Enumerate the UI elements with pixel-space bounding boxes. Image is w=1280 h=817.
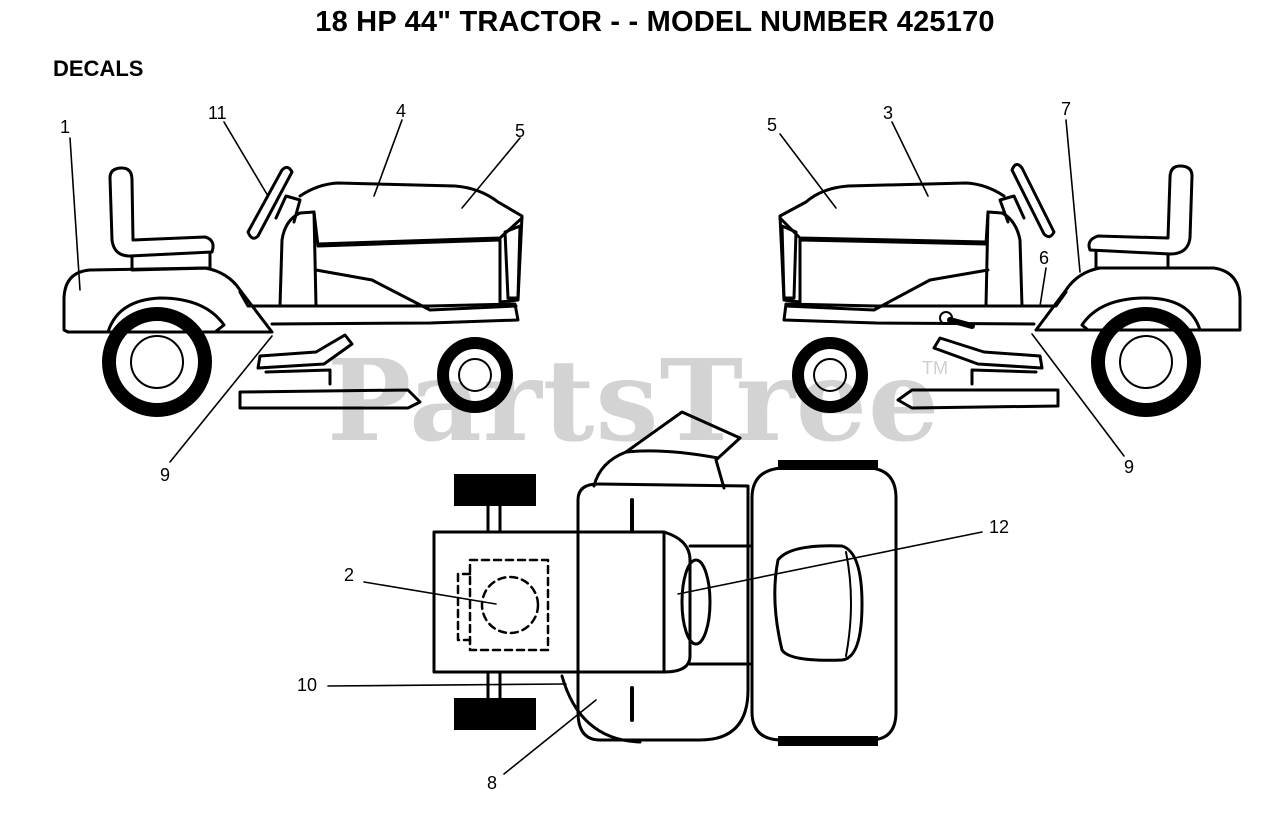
callout-5-right: 5 [767, 115, 778, 135]
seat-base [1094, 250, 1170, 270]
leader-1 [69, 137, 81, 291]
leader-4 [373, 119, 403, 197]
tunnel-ring [680, 558, 712, 646]
deck-arc [560, 674, 642, 744]
callout-9-right: 9 [1124, 457, 1135, 477]
leader-5-right [779, 133, 837, 209]
callout-6: 6 [1039, 248, 1050, 268]
seat-dashed-side [456, 572, 472, 642]
front-tire-bottom [778, 736, 878, 746]
seat [1087, 164, 1194, 256]
engine-side [784, 268, 990, 312]
steering-wheel [1010, 163, 1056, 239]
rear-hub [1119, 335, 1173, 389]
callout-1: 1 [60, 117, 71, 137]
leader-6 [1039, 267, 1047, 307]
rear-tire-bottom [454, 698, 536, 730]
rear-tire-top [454, 474, 536, 506]
leader-5-left [461, 137, 521, 209]
tractor-right-side-view [778, 163, 1242, 417]
deck-linkage [970, 368, 1038, 386]
callout-5-left: 5 [515, 121, 526, 141]
callout-2: 2 [344, 565, 355, 585]
column-tunnel [662, 530, 692, 674]
seat-dashed [468, 558, 550, 652]
steering-column-top [624, 449, 720, 460]
grille [503, 224, 522, 300]
hood-seam [316, 216, 524, 246]
rear-hub [130, 335, 184, 389]
leader-2 [363, 581, 497, 605]
seat-deck [432, 530, 666, 674]
front-tire-top [778, 460, 878, 470]
tractor-top-view [432, 410, 898, 746]
seat [108, 166, 215, 258]
leader-8 [503, 699, 597, 775]
dash [984, 210, 1024, 308]
callout-11: 11 [208, 103, 227, 123]
mower-deck [896, 388, 1060, 410]
steering-wheel-top [592, 410, 742, 490]
callout-3: 3 [883, 103, 894, 123]
engine-side [314, 268, 518, 312]
rear-tire [1091, 307, 1201, 417]
leader-11 [223, 121, 269, 197]
grille [780, 224, 798, 300]
page-title: 18 HP 44" TRACTOR - - MODEL NUMBER 42517… [315, 6, 995, 38]
tunnel-connector [688, 544, 752, 666]
hood-seam [778, 216, 988, 244]
callout-12: 12 [989, 517, 1010, 537]
watermark-trademark: TM [922, 358, 948, 378]
leader-10 [327, 683, 567, 687]
leader-7 [1065, 119, 1081, 273]
axle-stubs [486, 504, 502, 700]
callout-4: 4 [396, 101, 407, 121]
steering-column [274, 194, 302, 224]
body-outline [576, 482, 750, 742]
front-tire [437, 337, 513, 413]
callout-10: 10 [297, 675, 318, 695]
leader-12 [677, 531, 983, 595]
front-hub [813, 358, 847, 392]
lift-lever [932, 336, 1044, 370]
key-switch-handle [947, 317, 975, 329]
frame [238, 290, 520, 326]
deck-linkage [264, 368, 332, 386]
leader-9-left [169, 335, 273, 463]
section-label: DECALS [53, 56, 144, 81]
dash [278, 210, 318, 308]
leader-3 [891, 121, 929, 197]
callout-7: 7 [1061, 99, 1072, 119]
hood-vent-inner [845, 551, 852, 657]
seat-dashed-circle [480, 575, 540, 635]
steering-column [998, 194, 1026, 224]
rear-fender [1034, 266, 1242, 332]
hood-top [750, 466, 898, 742]
mower-deck [238, 388, 422, 410]
tractor-left-side-view [62, 165, 524, 417]
front-tire [792, 337, 868, 413]
callout-8: 8 [487, 773, 498, 793]
rear-tire [102, 307, 212, 417]
leader-lines [69, 119, 1125, 775]
frame [782, 290, 1068, 326]
front-hub [458, 358, 492, 392]
callout-9-left: 9 [160, 465, 171, 485]
steering-wheel [246, 165, 294, 240]
lift-lever [256, 333, 354, 370]
leader-9-right [1031, 333, 1125, 457]
seat-base [130, 252, 212, 272]
hood-vent [773, 544, 864, 662]
